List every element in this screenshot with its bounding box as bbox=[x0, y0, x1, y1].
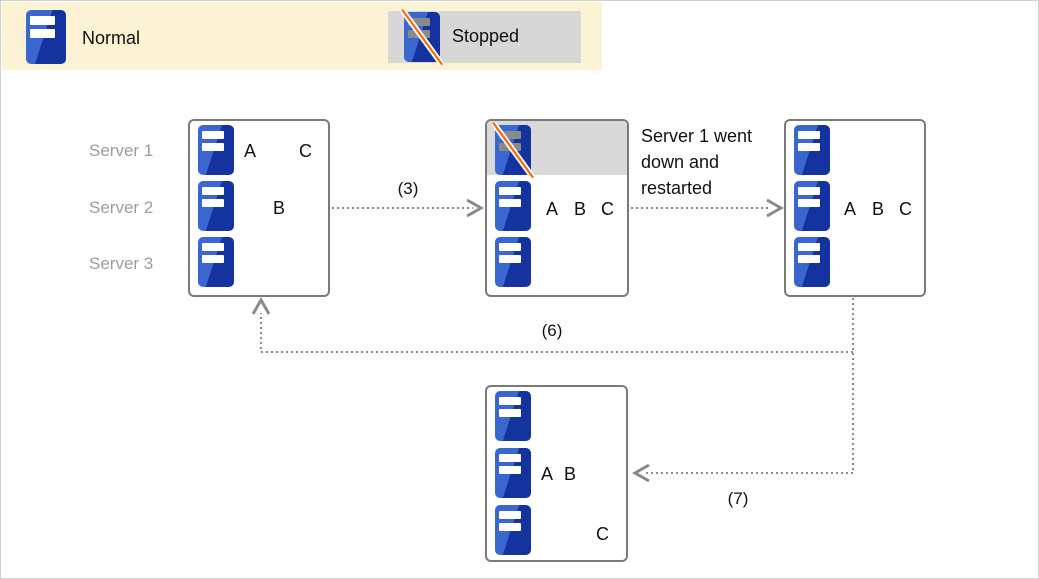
server-normal-icon bbox=[495, 448, 531, 498]
app-label: B bbox=[872, 199, 885, 219]
slash-icon bbox=[399, 7, 445, 67]
arrow-mid-right-head bbox=[766, 198, 785, 218]
server-bar bbox=[797, 187, 821, 195]
server1-row-label: Server 1 bbox=[89, 141, 154, 160]
server2-row-label: Server 2 bbox=[89, 198, 154, 217]
server-stopped-icon bbox=[490, 120, 536, 180]
legend: Normal Stopped bbox=[2, 2, 602, 70]
server-bar bbox=[797, 143, 821, 151]
app-label: B bbox=[273, 198, 286, 218]
server-normal-icon bbox=[495, 181, 531, 231]
app-label: C bbox=[299, 141, 312, 161]
app-label: A bbox=[541, 464, 554, 484]
server-bar bbox=[498, 199, 522, 207]
server-bar bbox=[797, 199, 821, 207]
server-normal-icon bbox=[794, 181, 830, 231]
server-bar bbox=[201, 187, 225, 195]
server-bar bbox=[797, 131, 821, 139]
server-normal-icon bbox=[495, 505, 531, 555]
server-bar bbox=[498, 511, 522, 519]
server-bar bbox=[201, 255, 225, 263]
server-normal-icon bbox=[198, 125, 234, 175]
app-label: B bbox=[574, 199, 587, 219]
arrow6-head bbox=[251, 296, 271, 315]
server-bar bbox=[797, 255, 821, 263]
server-bar bbox=[797, 243, 821, 251]
server-bar bbox=[498, 243, 522, 251]
legend-normal-label: Normal bbox=[82, 28, 141, 48]
server-stopped-icon bbox=[399, 7, 445, 67]
server-bar bbox=[201, 199, 225, 207]
server-normal-icon bbox=[26, 10, 66, 64]
server-bar bbox=[201, 243, 225, 251]
app-label: A bbox=[844, 199, 857, 219]
server-bar bbox=[201, 143, 225, 151]
restart-note: Server 1 went down and restarted bbox=[641, 126, 753, 198]
server-bar bbox=[498, 187, 522, 195]
cluster-box-initial: A C B bbox=[188, 119, 330, 297]
server-bar bbox=[30, 16, 56, 26]
server-normal-icon bbox=[794, 125, 830, 175]
server-normal-icon bbox=[794, 237, 830, 287]
app-label: B bbox=[564, 464, 577, 484]
server-normal-icon bbox=[495, 237, 531, 287]
app-label: C bbox=[596, 524, 609, 544]
arrow3-label: (3) bbox=[397, 179, 419, 198]
server-bar bbox=[407, 18, 431, 26]
server-bar bbox=[30, 29, 56, 39]
cluster-box-rebalanced: A B C bbox=[485, 385, 628, 562]
slash-icon bbox=[490, 120, 536, 180]
server-bar bbox=[498, 397, 522, 405]
arrow7-label: (7) bbox=[727, 489, 749, 508]
cluster-box-server1-stopped: A B C bbox=[485, 119, 629, 297]
server-bar bbox=[498, 454, 522, 462]
server-normal-icon bbox=[198, 237, 234, 287]
server-bar bbox=[498, 523, 522, 531]
cluster-box-restarted: A B C bbox=[784, 119, 926, 297]
server-bar bbox=[201, 131, 225, 139]
server-bar bbox=[498, 409, 522, 417]
arrow3-head bbox=[466, 198, 485, 218]
server-bar bbox=[498, 466, 522, 474]
server-normal-icon bbox=[495, 391, 531, 441]
arrow7-head bbox=[631, 463, 650, 483]
app-label: C bbox=[899, 199, 912, 219]
server-bar bbox=[498, 131, 522, 139]
server-normal-icon bbox=[198, 181, 234, 231]
app-label: A bbox=[244, 141, 257, 161]
app-label: C bbox=[601, 199, 614, 219]
arrow7-line bbox=[645, 298, 854, 474]
arrow6-label: (6) bbox=[541, 321, 563, 340]
app-label: A bbox=[546, 199, 559, 219]
server-bar bbox=[498, 255, 522, 263]
legend-stopped-box: Stopped bbox=[388, 7, 581, 67]
legend-stopped-label: Stopped bbox=[452, 26, 520, 46]
server3-row-label: Server 3 bbox=[89, 254, 154, 273]
